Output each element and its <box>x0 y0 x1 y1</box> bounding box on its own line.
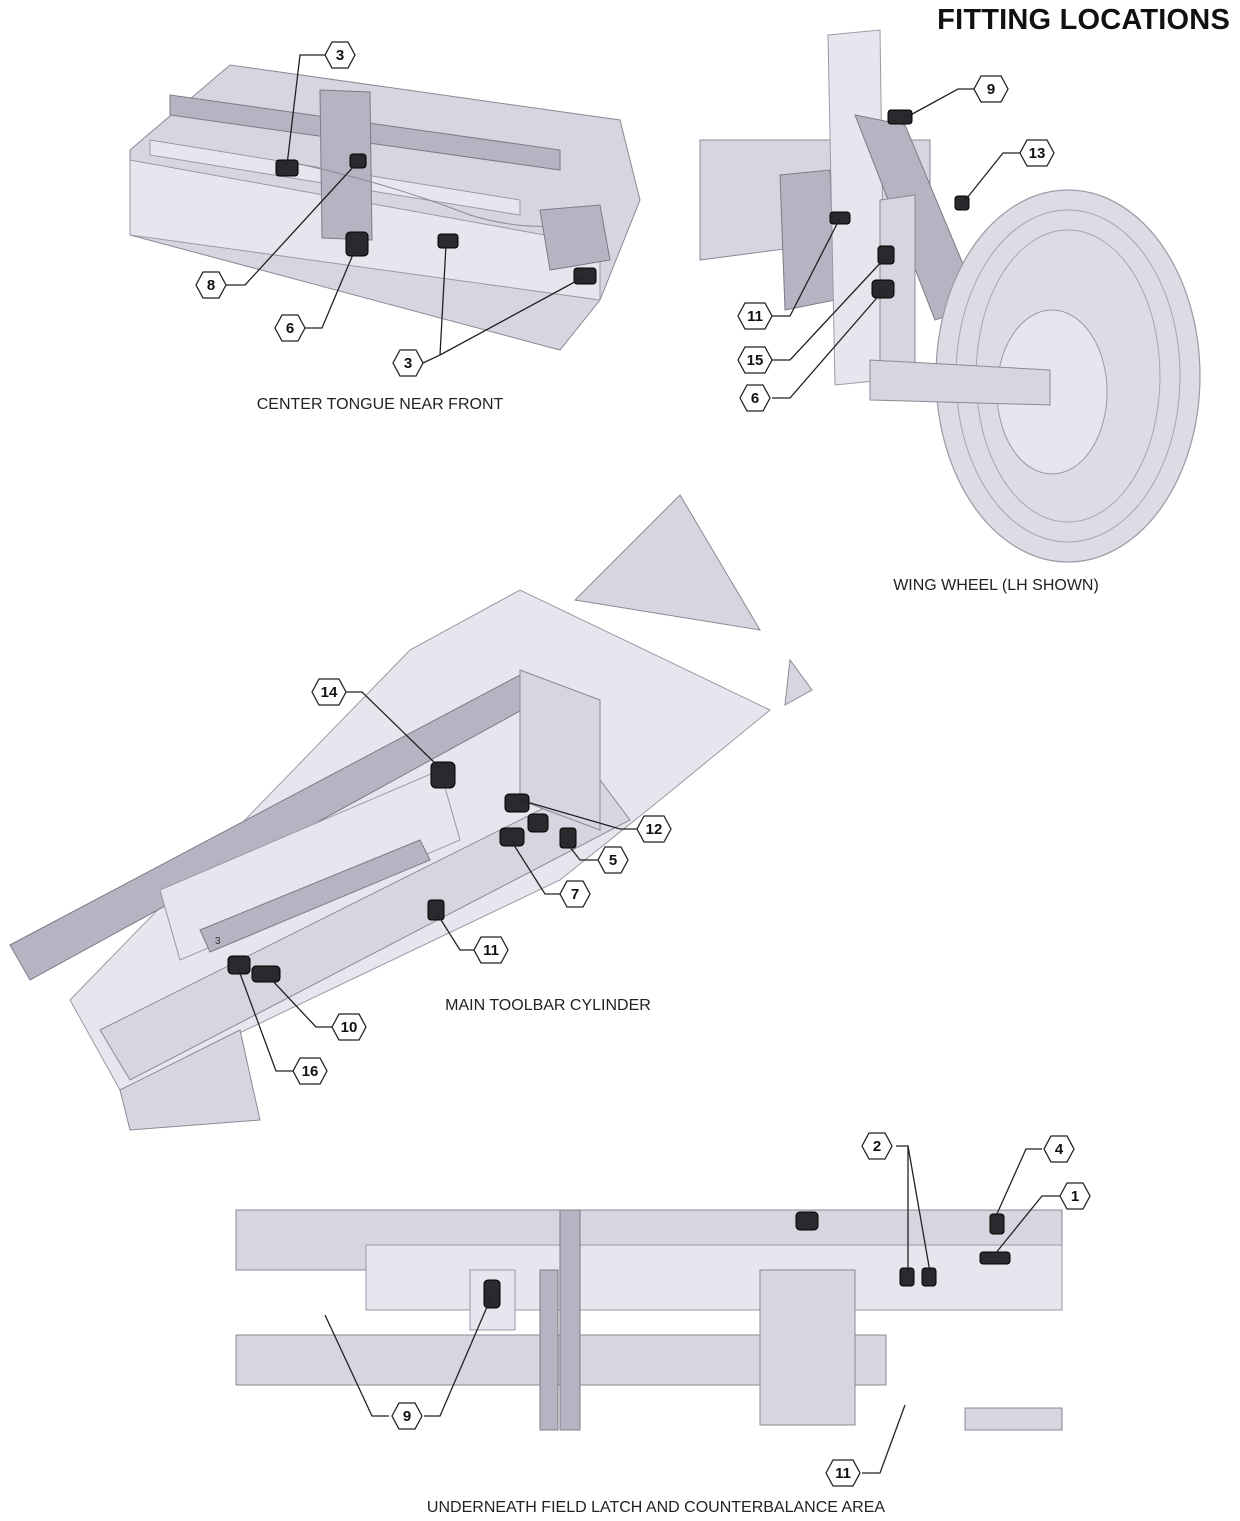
svg-text:6: 6 <box>286 320 294 337</box>
fitting-1 <box>979 1251 1011 1265</box>
fitting-3-b <box>437 233 459 249</box>
svg-text:6: 6 <box>751 390 759 407</box>
underside-post-a <box>559 1209 581 1431</box>
svg-text:9: 9 <box>987 81 995 98</box>
toolbar-tab <box>784 658 813 706</box>
callout-ub-2: 2 <box>861 1132 893 1160</box>
fitting-9 <box>887 109 913 125</box>
callout-mt-11: 11 <box>473 936 509 964</box>
fitting-4 <box>989 1213 1005 1235</box>
fitting-unlabeled <box>795 1211 819 1231</box>
leader-lines <box>226 54 1060 1474</box>
svg-text:9: 9 <box>403 1408 411 1425</box>
underside-post-b <box>539 1269 559 1431</box>
callout-ct-3-bottom: 3 <box>392 349 424 377</box>
tongue-bracket <box>319 89 373 241</box>
svg-text:7: 7 <box>571 886 579 903</box>
svg-text:10: 10 <box>341 1019 358 1036</box>
toolbar-lower-beam <box>99 779 631 1081</box>
callout-ww-15: 15 <box>737 346 773 374</box>
svg-text:8: 8 <box>207 277 215 294</box>
callout-ww-9: 9 <box>973 75 1009 103</box>
callout-ww-6: 6 <box>739 384 771 412</box>
fitting-12-b <box>527 813 549 833</box>
wing-plate <box>779 169 836 311</box>
toolbar-block <box>519 669 601 831</box>
callout-ub-11: 11 <box>825 1459 861 1487</box>
callout-mt-16: 16 <box>292 1057 328 1085</box>
svg-text:3: 3 <box>336 47 344 64</box>
svg-text:13: 13 <box>1029 145 1046 162</box>
underneath-view <box>235 1209 1063 1431</box>
wheel-axle <box>869 359 1051 406</box>
fitting-3-c <box>573 267 597 285</box>
caption-wing-wheel: WING WHEEL (LH SHOWN) <box>893 577 1099 594</box>
cylinder-rod <box>199 839 431 953</box>
fitting-6 <box>871 279 895 299</box>
callout-mt-14: 14 <box>311 678 347 706</box>
fitting-8 <box>349 153 367 169</box>
wing-wheel-view <box>699 29 1201 563</box>
main-toolbar-view <box>9 494 813 1131</box>
callout-mt-7: 7 <box>559 880 591 908</box>
svg-text:4: 4 <box>1055 1141 1064 1158</box>
caption-center-tongue: CENTER TONGUE NEAR FRONT <box>256 396 504 413</box>
underside-stub <box>964 1407 1063 1431</box>
fitting-9 <box>483 1279 501 1309</box>
center-tongue-view <box>129 64 641 351</box>
svg-text:1: 1 <box>1071 1188 1079 1205</box>
fitting-14 <box>430 761 456 789</box>
svg-text:12: 12 <box>646 821 663 838</box>
svg-text:3: 3 <box>404 355 412 372</box>
callout-ww-13: 13 <box>1019 139 1055 167</box>
fitting-10 <box>251 965 281 983</box>
tongue-clevis <box>539 204 611 271</box>
svg-text:16: 16 <box>302 1063 319 1080</box>
callouts: 3 8 6 3 9 13 11 15 6 14 12 5 7 11 10 16 … <box>195 41 1091 1487</box>
small-label-3: 3 <box>215 936 221 947</box>
callout-ct-3-top: 3 <box>324 41 356 69</box>
callout-ww-11: 11 <box>737 302 773 330</box>
page-title: FITTING LOCATIONS <box>937 4 1230 36</box>
svg-text:14: 14 <box>321 684 338 701</box>
svg-text:11: 11 <box>483 942 499 959</box>
svg-text:15: 15 <box>747 352 764 369</box>
callout-ub-1: 1 <box>1059 1182 1091 1210</box>
caption-underneath: UNDERNEATH FIELD LATCH AND COUNTERBALANC… <box>426 1499 886 1516</box>
callout-mt-12: 12 <box>636 815 672 843</box>
svg-text:5: 5 <box>609 852 617 869</box>
callout-ub-9: 9 <box>391 1402 423 1430</box>
fitting-11 <box>427 899 445 921</box>
toolbar-fin <box>573 494 761 631</box>
fitting-6 <box>345 231 369 257</box>
fitting-16 <box>227 955 251 975</box>
underside-center-block <box>759 1269 856 1426</box>
callout-ct-6: 6 <box>274 314 306 342</box>
fitting-7 <box>499 827 525 847</box>
callout-ct-8: 8 <box>195 271 227 299</box>
svg-text:11: 11 <box>747 308 763 325</box>
callout-mt-5: 5 <box>597 846 629 874</box>
callout-mt-10: 10 <box>331 1013 367 1041</box>
callout-ub-4: 4 <box>1043 1135 1075 1163</box>
toolbar-foot <box>119 1029 261 1131</box>
svg-text:2: 2 <box>873 1138 881 1155</box>
fitting-5 <box>559 827 577 849</box>
cylinder-barrel <box>159 769 461 961</box>
fitting-12 <box>504 793 530 813</box>
hydraulic-line <box>279 159 561 227</box>
fitting-2-b <box>921 1267 937 1287</box>
fitting-2-a <box>899 1267 915 1287</box>
caption-main-toolbar: MAIN TOOLBAR CYLINDER <box>445 997 651 1014</box>
wheel-post <box>827 29 886 386</box>
fitting-15 <box>877 245 895 265</box>
svg-text:11: 11 <box>835 1465 851 1482</box>
